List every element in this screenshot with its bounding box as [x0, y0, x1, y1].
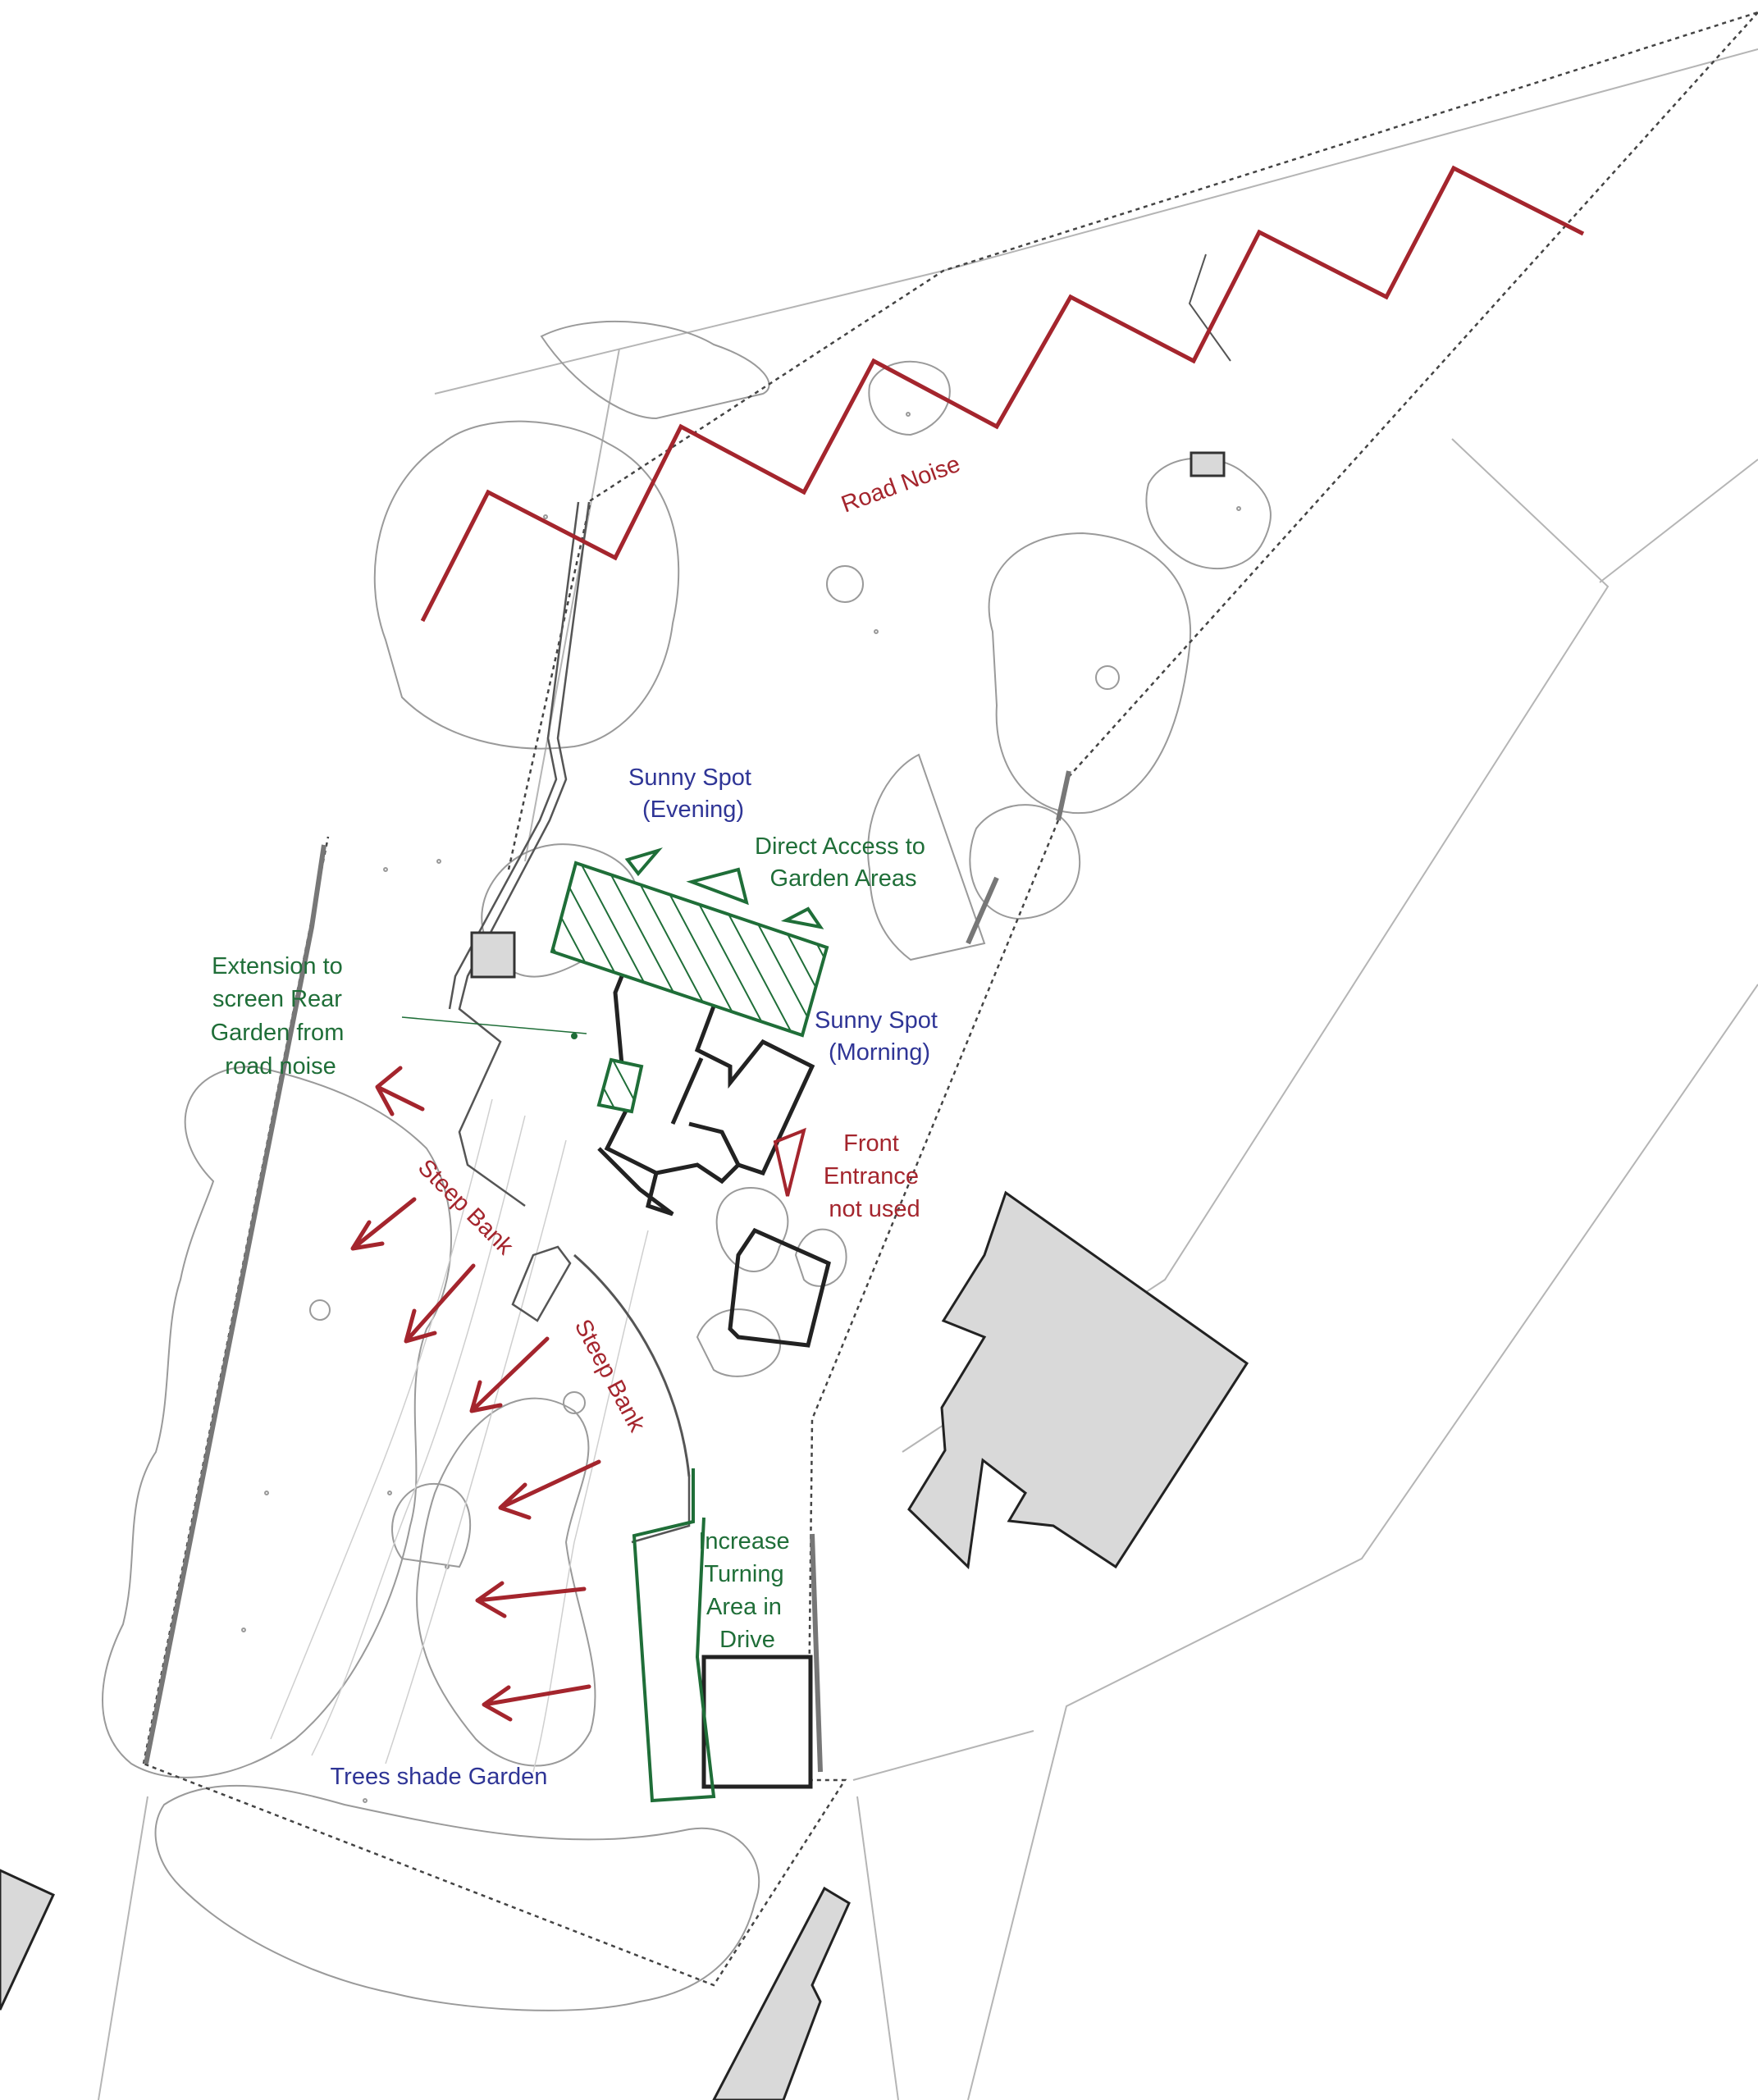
turning-area-outline — [632, 1468, 716, 1803]
trees-shade-label: Trees shade Garden — [331, 1764, 548, 1790]
tree-canopies — [102, 320, 1272, 2011]
zigzag-noise-icon — [420, 165, 1585, 623]
extension-hatch — [401, 861, 829, 1114]
path-lines — [448, 501, 691, 1544]
tree-markers — [241, 412, 1241, 1803]
steep-bank-label-2: Steep Bank — [569, 1315, 651, 1436]
outbuildings — [0, 451, 1249, 2100]
sunny-spot-morning-label: Sunny Spot (Morning) — [815, 1007, 944, 1066]
arrow-icon — [350, 1066, 601, 1722]
garage — [701, 1655, 813, 1789]
front-entrance-label: Front Entrance not used — [824, 1130, 925, 1222]
contour-lines — [270, 1098, 649, 1773]
sunny-spot-evening-label: Sunny Spot (Evening) — [628, 765, 758, 823]
site-boundary — [142, 11, 1758, 1987]
road-noise-label: Road Noise — [838, 451, 963, 518]
context-lines — [98, 48, 1758, 2100]
direct-access-label: Direct Access to Garden Areas — [755, 833, 932, 892]
steep-bank-label-1: Steep Bank — [413, 1154, 518, 1260]
triangle-marker-icon — [624, 847, 824, 1197]
annotations: Road Noise Sunny Spot (Evening) Direct A… — [211, 451, 964, 1790]
turning-area-label: Increase Turning Area in Drive — [698, 1528, 796, 1653]
extension-label: Extension to screen Rear Garden from roa… — [211, 953, 351, 1080]
